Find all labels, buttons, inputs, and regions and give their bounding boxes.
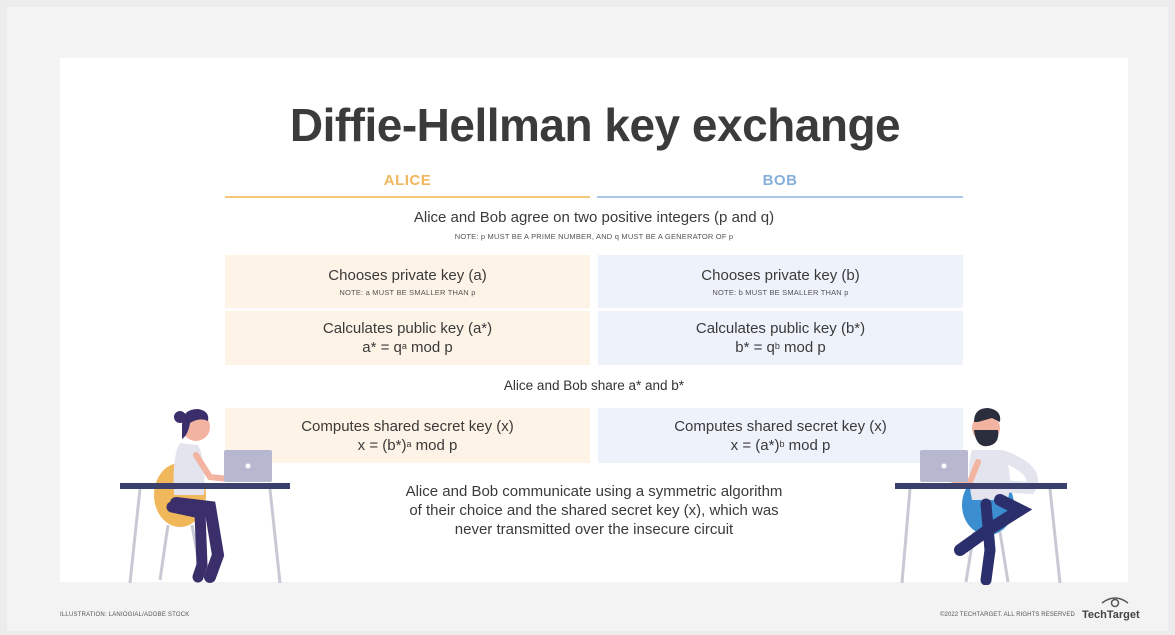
illustration-credit: ILLUSTRATION: LANIOGIAL/ADOBE STOCK [60, 612, 190, 618]
agree-statement: Alice and Bob agree on two positive inte… [413, 209, 775, 226]
alice-private-key-title: Chooses private key (a) [328, 266, 487, 284]
bob-secret-key-title: Computes shared secret key (x) [674, 417, 887, 435]
bob-column-header: BOB [597, 172, 963, 198]
techtarget-logo[interactable]: TechTarget [1082, 609, 1140, 621]
alice-public-key-formula: a* = qa mod p [362, 339, 453, 356]
final-line-1: Alice and Bob communicate using a symmet… [405, 483, 783, 500]
bob-private-key-box: Chooses private key (b) NOTE: b MUST BE … [598, 255, 963, 308]
alice-illustration [120, 409, 290, 584]
alice-public-key-box: Calculates public key (a*) a* = qa mod p [225, 311, 590, 365]
share-statement: Alice and Bob share a* and b* [503, 378, 685, 393]
alice-column-header: ALICE [225, 172, 590, 198]
alice-secret-key-title: Computes shared secret key (x) [301, 417, 514, 435]
techtarget-eye-icon [1101, 597, 1129, 608]
alice-private-key-note: NOTE: a MUST BE SMALLER THAN p [339, 287, 476, 297]
alice-public-key-title: Calculates public key (a*) [322, 320, 493, 337]
alice-private-key-box: Chooses private key (a) NOTE: a MUST BE … [225, 255, 590, 308]
final-line-2: of their choice and the shared secret ke… [409, 502, 779, 519]
bob-private-key-note: NOTE: b MUST BE SMALLER THAN p [712, 287, 849, 297]
agree-note: NOTE: p MUST BE A PRIME NUMBER, AND q MU… [454, 232, 734, 241]
final-statement: Alice and Bob communicate using a symmet… [225, 482, 963, 539]
final-line-3: never transmitted over the insecure circ… [454, 521, 734, 538]
bob-public-key-box: Calculates public key (b*) b* = qb mod p [598, 311, 963, 365]
alice-secret-key-formula: x = (b*)a mod p [357, 436, 458, 454]
bob-secret-key-box: Computes shared secret key (x) x = (a*)b… [598, 408, 963, 463]
diagram-title: Diffie-Hellman key exchange [289, 99, 901, 151]
bob-private-key-title: Chooses private key (b) [701, 266, 860, 284]
alice-secret-key-box: Computes shared secret key (x) x = (b*)a… [225, 408, 590, 463]
bob-secret-key-formula: x = (a*)b mod p [730, 436, 831, 454]
copyright-text: ©2022 TECHTARGET. ALL RIGHTS RESERVED [940, 612, 1075, 618]
bob-illustration [895, 408, 1067, 585]
bob-public-key-formula: b* = qb mod p [735, 339, 826, 356]
bob-public-key-title: Calculates public key (b*) [695, 320, 866, 337]
